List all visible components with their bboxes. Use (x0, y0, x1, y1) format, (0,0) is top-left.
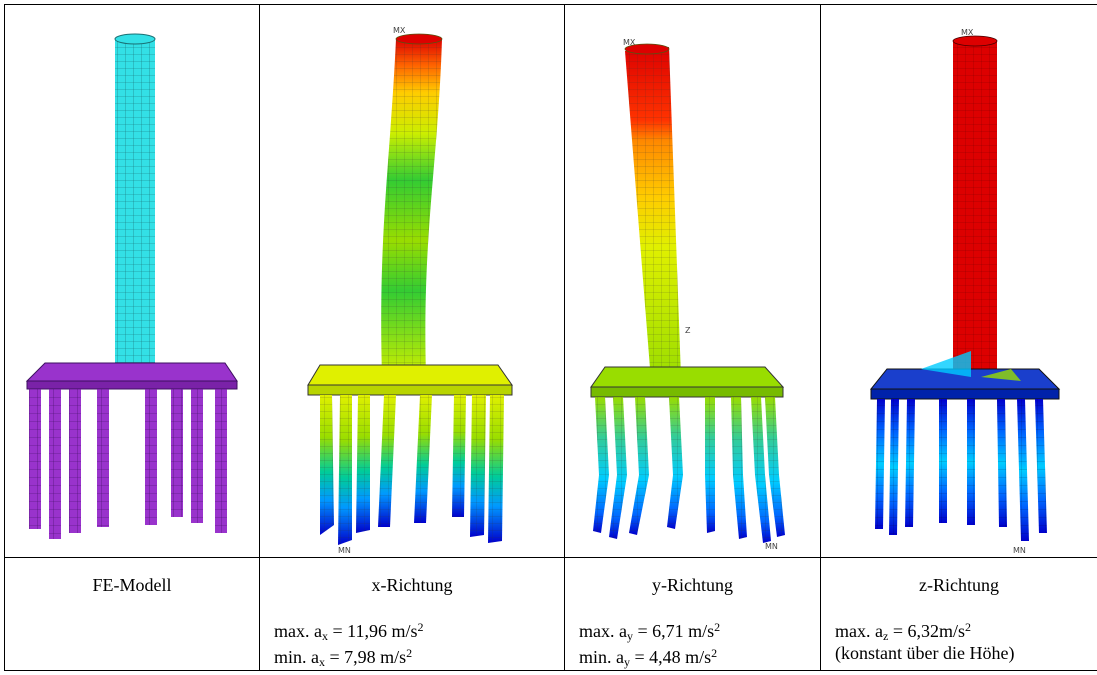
caption-z-direction: z-Richtung max. az = 6,32m/s2 (konstant … (821, 558, 1097, 671)
column-mesh (381, 34, 442, 375)
x-direction-image: MX (260, 5, 564, 557)
caption-x-direction: x-Richtung max. ax = 11,96 m/s2 min. ax … (260, 558, 565, 671)
platform-mesh (591, 367, 783, 397)
panel-title: y-Richtung (565, 575, 820, 597)
caption-y-direction: y-Richtung max. ay = 6,71 m/s2 min. ay =… (565, 558, 821, 671)
z-direction-image: MX (821, 5, 1097, 557)
platform-mesh (871, 351, 1059, 399)
panel-y-direction: MX Z (565, 5, 821, 558)
panel-title: z-Richtung (821, 575, 1097, 597)
max-acceleration: max. ay = 6,71 m/s2 (579, 614, 820, 640)
z-tag: Z (685, 326, 691, 335)
mx-tag: MX (393, 26, 406, 35)
panel-z-direction: MX (821, 5, 1097, 558)
panel-x-direction: MX (260, 5, 565, 558)
min-acceleration: min. ax = 7,98 m/s2 (274, 640, 564, 666)
panel-fe-model (5, 5, 260, 558)
panel-title: x-Richtung (260, 575, 564, 597)
mn-tag: MN (765, 542, 778, 551)
max-acceleration: max. az = 6,32m/s2 (835, 614, 1097, 640)
max-acceleration: max. ax = 11,96 m/s2 (274, 614, 564, 640)
column-mesh (115, 34, 155, 369)
column-mesh (625, 44, 681, 381)
platform-mesh (308, 365, 512, 395)
mn-tag: MN (1013, 546, 1026, 555)
min-acceleration: min. ay = 4,48 m/s2 (579, 640, 820, 666)
piles-mesh (320, 395, 504, 545)
piles-mesh (593, 397, 785, 543)
piles-mesh (875, 399, 1047, 541)
column-mesh (953, 36, 997, 371)
figure-table: MX (4, 4, 1097, 671)
caption-fe-model: FE-Modell (5, 558, 260, 671)
platform-mesh (27, 363, 237, 389)
fe-model-image (5, 5, 259, 557)
constant-note: (konstant über die Höhe) (835, 640, 1097, 666)
piles-mesh (29, 389, 227, 539)
mn-tag: MN (338, 546, 351, 555)
y-direction-image: MX Z (565, 5, 820, 557)
panel-title: FE-Modell (5, 575, 259, 597)
